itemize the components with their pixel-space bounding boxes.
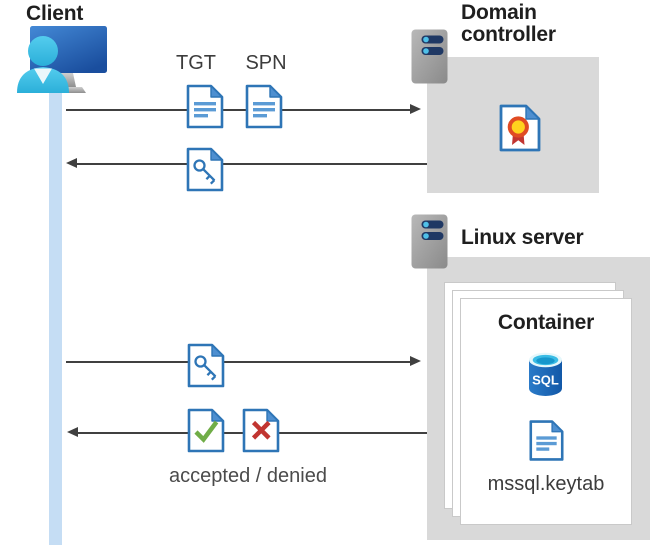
denied-document-icon: [242, 408, 280, 453]
person-collar: [34, 68, 52, 84]
tgt-label: TGT: [176, 52, 216, 74]
client-computer-icon: [17, 26, 107, 93]
client-lifeline: [49, 83, 62, 545]
person-head: [28, 36, 58, 66]
linux-server-label: Linux server: [461, 226, 584, 249]
arrow-request-dc-head: [410, 104, 421, 114]
tgt-document-icon: [186, 84, 224, 129]
spn-label: SPN: [245, 52, 287, 74]
accepted-document-icon: [187, 408, 225, 453]
sql-database-icon: SQL: [529, 352, 562, 396]
domain-controller-label: Domain controller: [461, 1, 556, 46]
certificate-icon: [499, 104, 541, 152]
arrow-request-sql-head: [410, 356, 421, 366]
accepted-denied-label: accepted / denied: [169, 465, 327, 487]
arrow-response-dc-line: [77, 163, 428, 165]
keytab-file-label: mssql.keytab: [487, 473, 605, 495]
arrow-request-dc-line: [66, 109, 411, 111]
spn-document-icon: [245, 84, 283, 129]
arrow-response-sql-head: [67, 427, 78, 437]
client-label: Client: [26, 2, 84, 25]
key-ticket-to-sql-icon: [187, 343, 225, 388]
container-label: Container: [497, 311, 595, 334]
container-card: [460, 298, 632, 525]
arrow-response-dc-head: [66, 158, 77, 168]
domain-controller-server-icon: [411, 29, 448, 84]
key-ticket-icon: [186, 147, 224, 192]
arrow-request-sql-line: [66, 361, 411, 363]
keytab-document-icon: [529, 420, 564, 461]
linux-server-icon: [411, 214, 448, 269]
sql-badge-text: SQL: [532, 373, 559, 388]
